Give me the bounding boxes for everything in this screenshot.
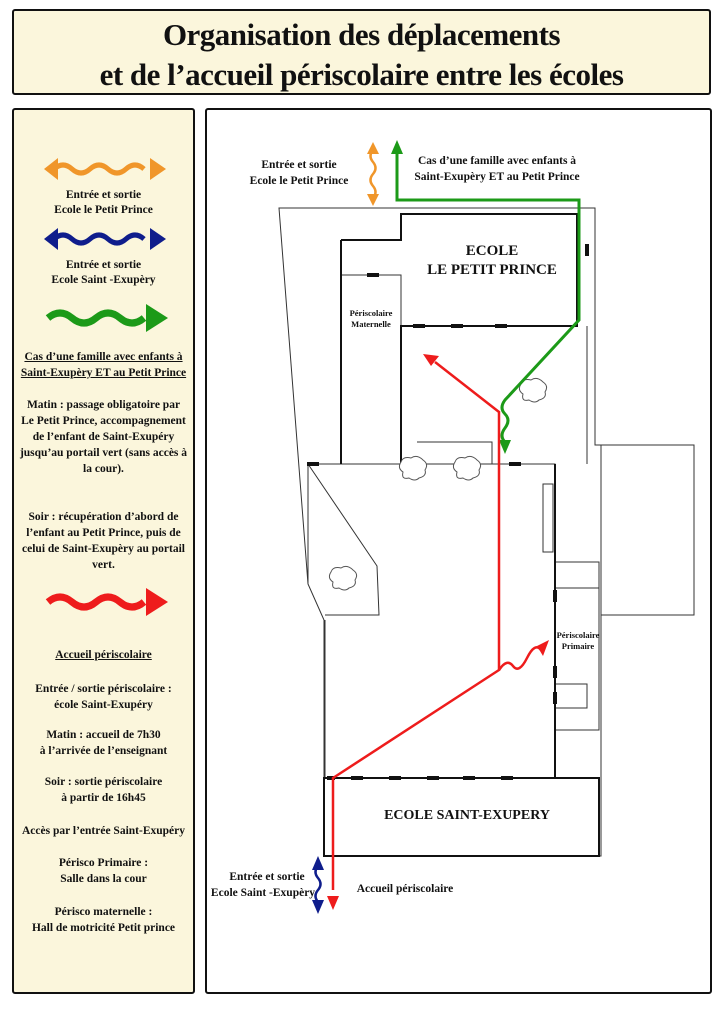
red-wavy-arrow-icon [45, 588, 168, 616]
site-plan [278, 140, 695, 914]
legend-matin-2: à l’arrivée de l’enseignant [39, 745, 168, 757]
legend-green-label-1: Cas d’une famille avec enfants à [24, 351, 183, 363]
green-wavy-arrow-icon [45, 304, 168, 332]
legend-entree-2: école Saint-Exupéry [54, 699, 153, 711]
peri-primaire-label-1: Périscolaire [556, 630, 600, 640]
peri-primaire-label-2: Primaire [561, 641, 595, 651]
legend-primaire-1: Périsco Primaire : [58, 857, 149, 869]
legend-primaire-2: Salle dans la cour [60, 873, 147, 885]
pp-school-label-2: LE PETIT PRINCE [427, 262, 557, 278]
title-line-2: et de l’accueil périscolaire entre les é… [99, 57, 624, 92]
legend-orange-label-1: Entrée et sortie [65, 189, 142, 201]
legend-morning-2: Le Petit Prince, accompagnement [21, 415, 186, 427]
tree-icons [328, 377, 548, 591]
legend-soir-2: à partir de 16h45 [61, 792, 146, 804]
legend-morning-5: la cour). [83, 463, 124, 475]
pp-school-label-1: ECOLE [465, 243, 519, 259]
title-banner: Organisation des déplacements et de l’ac… [12, 9, 711, 95]
legend-morning-3: de l’enfant de Saint-Exupéry [32, 431, 175, 443]
orange-wavy-arrow-icon [44, 158, 166, 180]
legend-green-label-2: Saint-Exupèry ET au Petit Prince [20, 367, 187, 379]
se-school-label: ECOLE SAINT-EXUPERY [384, 808, 550, 823]
legend-evening-1: Soir : récupération d’abord de [28, 511, 179, 523]
legend-evening-3: celui de Saint-Exupèry au portail [22, 543, 185, 555]
legend-maternelle-2: Hall de motricité Petit prince [31, 922, 176, 934]
legend-morning-4: jusqu’au portail vert (sans accès à [19, 447, 188, 459]
legend-acces: Accès par l’entrée Saint-Exupéry [22, 825, 185, 837]
map-family-label-2: Saint-Exupèry ET au Petit Prince [414, 171, 580, 183]
legend-evening-4: vert. [92, 559, 115, 571]
peri-maternelle-label-1: Périscolaire [349, 308, 393, 318]
legend-morning-1: Matin : passage obligatoire par [26, 399, 181, 411]
site-plan-panel: Entrée et sortie Ecole le Petit Prince C… [205, 108, 712, 994]
legend-blue-label-2: Ecole Saint -Exupèry [51, 274, 156, 286]
legend-panel: Entrée et sortie Ecole le Petit Prince E… [12, 108, 195, 994]
legend-entree-1: Entrée / sortie périscolaire : [35, 683, 172, 695]
peri-maternelle-label-2: Maternelle [351, 319, 391, 329]
blue-wavy-arrow-icon [44, 228, 166, 250]
legend-accueil-title: Accueil périscolaire [55, 649, 152, 661]
blue-entry-arrow-icon [312, 856, 324, 914]
red-route-arrow-icon [327, 354, 549, 910]
map-pp-entry-label-1: Entrée et sortie [261, 159, 337, 171]
legend-blue-label-1: Entrée et sortie [65, 259, 142, 271]
legend-soir-1: Soir : sortie périscolaire [44, 776, 163, 788]
legend-matin-1: Matin : accueil de 7h30 [46, 729, 161, 741]
map-se-entry-label-1: Entrée et sortie [229, 871, 305, 883]
green-route-arrow-icon [391, 140, 581, 454]
legend-orange-label-2: Ecole le Petit Prince [54, 204, 153, 216]
legend-maternelle-1: Périsco maternelle : [54, 906, 153, 918]
legend-evening-2: l’enfant au Petit Prince, puis de [26, 527, 181, 539]
orange-entry-arrow-icon [367, 142, 379, 206]
title-line-1: Organisation des déplacements [162, 17, 561, 52]
map-family-label-1: Cas d’une famille avec enfants à [417, 155, 577, 167]
map-accueil-label: Accueil périscolaire [356, 883, 454, 895]
map-pp-entry-label-2: Ecole le Petit Prince [249, 175, 349, 187]
map-se-entry-label-2: Ecole Saint -Exupèry [210, 887, 316, 899]
